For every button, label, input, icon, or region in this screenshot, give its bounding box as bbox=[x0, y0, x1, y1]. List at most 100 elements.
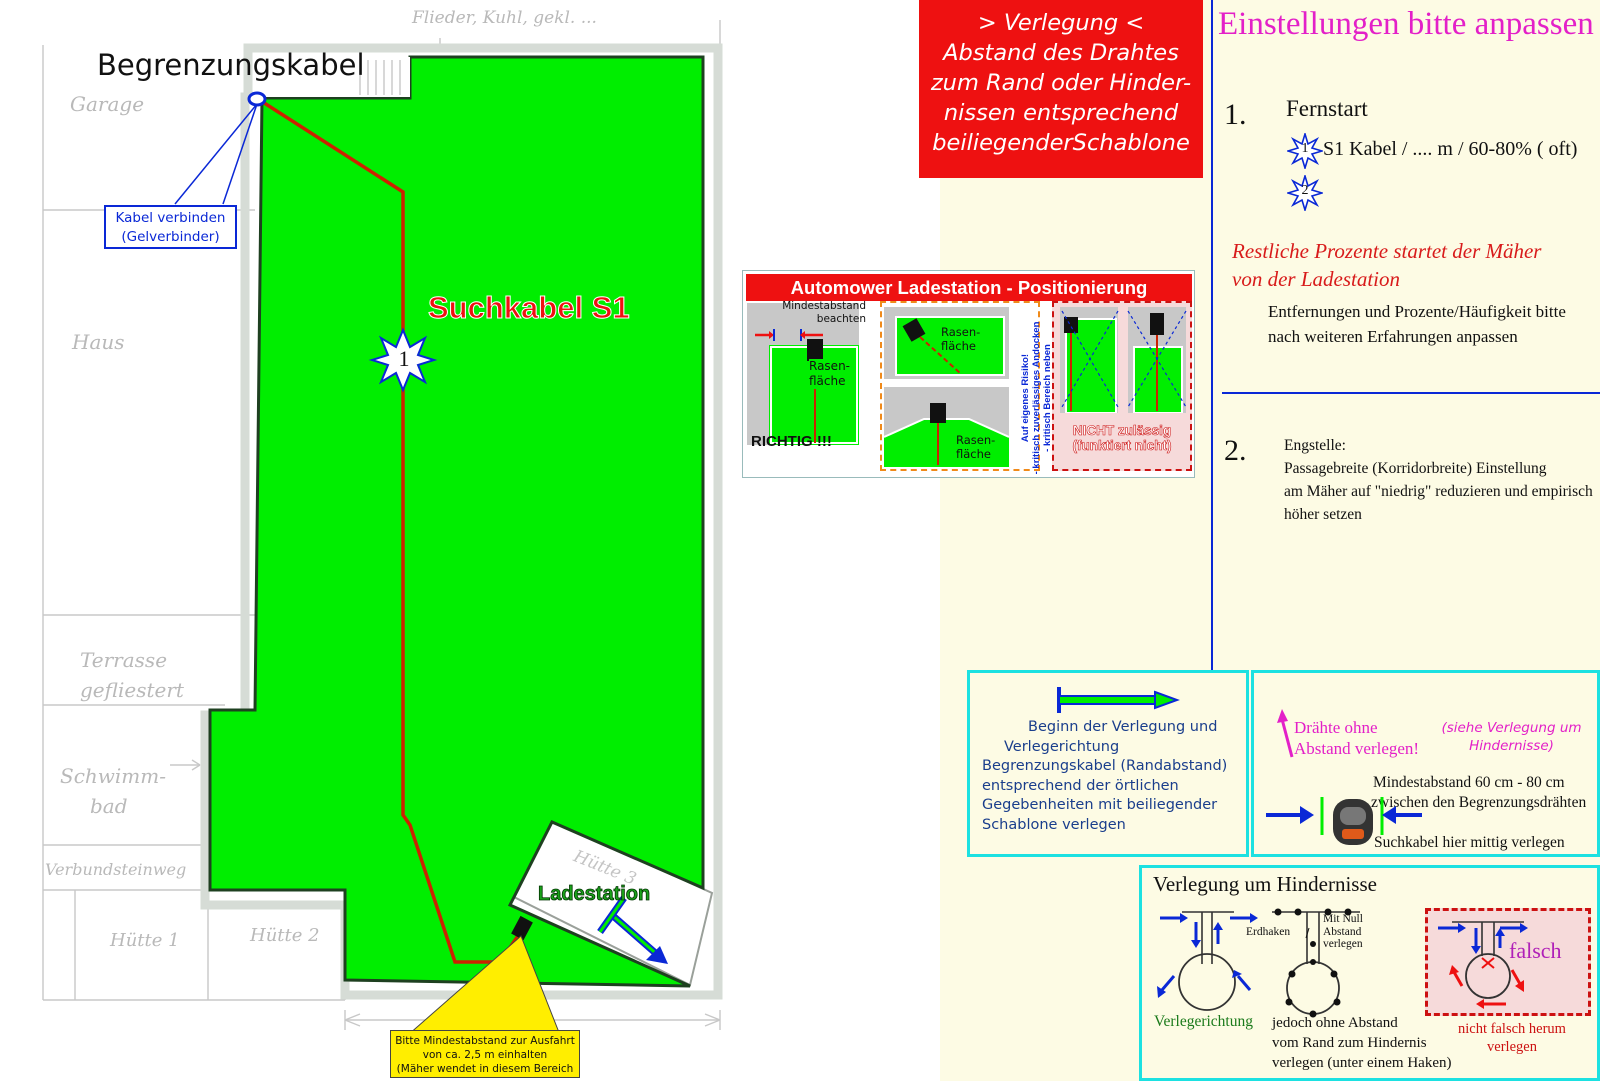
adjust-note-line-2: nach weiteren Erfahrungen anpassen bbox=[1268, 327, 1518, 346]
rasen-line-1: Rasen- bbox=[941, 325, 981, 339]
kabel-verbinden-line-1: Kabel verbinden bbox=[115, 210, 226, 226]
house-wall-outline bbox=[200, 43, 723, 1000]
ladestation-label: Ladestation bbox=[538, 883, 651, 906]
nicht-zulaessig-line-2: (funktiert nicht) bbox=[1072, 438, 1172, 454]
mower-between-wires-icon bbox=[1266, 797, 1422, 845]
nicht-zulaessig-line-1: NICHT zulässig bbox=[1072, 423, 1172, 439]
star-marker-1-small bbox=[1287, 133, 1323, 169]
rasen-label-risky-top: Rasen- fläche bbox=[941, 325, 981, 353]
suchkabel-label: Suchkabel S1 bbox=[428, 290, 631, 326]
engstelle-line-1: Engstelle: bbox=[1284, 437, 1346, 454]
rasen-line-2: fläche bbox=[956, 447, 991, 461]
mindestabstand-note-line-2: zwischen den Begrenzungsdrähten bbox=[1371, 794, 1587, 811]
siehe-line-2: Hindernisse) bbox=[1469, 738, 1554, 754]
label-garage: Garage bbox=[70, 92, 145, 116]
jedoch-line-3: verlegen (unter einem Haken) bbox=[1272, 1055, 1452, 1071]
mit-null-label: Mit Null Abstand verlegen bbox=[1323, 913, 1363, 951]
garage-strip bbox=[262, 57, 410, 97]
adjust-note-line-1: Entfernungen und Prozente/Häufigkeit bit… bbox=[1268, 302, 1566, 321]
garage-hatch bbox=[359, 60, 401, 95]
nicht-falsch-line-1: nicht falsch herum bbox=[1458, 1021, 1566, 1037]
verlegung-banner: > Verlegung < Abstand des Drahtes zum Ra… bbox=[919, 0, 1203, 178]
label-verbundsteinweg: Verbundsteinweg bbox=[45, 860, 187, 879]
label-bad: bad bbox=[90, 794, 128, 818]
obstacle-wrong-box bbox=[1425, 908, 1591, 1016]
nicht-zulaessig-label: NICHT zulässig (funktiert nicht) bbox=[1054, 423, 1190, 454]
legend-begin-line-6: Schablone verlegen bbox=[982, 816, 1126, 833]
star-marker-1 bbox=[368, 327, 438, 393]
legend-begin-text: Beginn der Verlegung und Verlegerichtung… bbox=[982, 718, 1247, 835]
draehte-line-1: Drähte ohne bbox=[1294, 718, 1378, 737]
banner-line-3: zum Rand oder Hinder- bbox=[930, 70, 1192, 96]
jedoch-note: jedoch ohne Abstand vom Rand zum Hindern… bbox=[1272, 1013, 1452, 1073]
direction-arrow bbox=[597, 895, 668, 964]
rasen-line-1: Rasen- bbox=[956, 433, 996, 447]
legend-begin-line-2: Verlegerichtung bbox=[1004, 738, 1120, 755]
obstacle-correct-drawing bbox=[1157, 911, 1258, 1011]
sketch-lines bbox=[42, 20, 721, 1030]
begrenzungskabel-label: Begrenzungskabel bbox=[97, 48, 365, 82]
yellow-note-line-1: Bitte Mindestabstand zur Ausfahrt bbox=[395, 1035, 575, 1047]
erdhaken-label: Erdhaken bbox=[1246, 926, 1291, 938]
settings-title: Einstellungen bitte anpassen bbox=[1218, 6, 1594, 42]
yellow-note-line-3: (Mäher wendet in diesem Bereich bbox=[396, 1063, 574, 1075]
star-marker-1-digit: 1 bbox=[398, 346, 410, 371]
jedoch-line-2: vom Rand zum Hindernis bbox=[1272, 1035, 1427, 1051]
verlegerichtung-label: Verlegerichtung bbox=[1154, 1013, 1253, 1030]
mindestabstand-line-1: Mindestabstand bbox=[782, 300, 866, 312]
star-marker-1-small-digit: 1 bbox=[1301, 141, 1309, 156]
draehte-line-2: Abstand verlegen! bbox=[1294, 739, 1420, 758]
siehe-line-1: (siehe Verlegung um bbox=[1441, 720, 1582, 736]
rest-percent-line-2: von der Ladestation bbox=[1232, 267, 1400, 291]
legend-begin-line-5: Gegebenheiten mit beiliegender bbox=[982, 797, 1218, 813]
rasen-line-1: Rasen- bbox=[809, 359, 850, 373]
nicht-falsch-note: nicht falsch herum verlegen bbox=[1432, 1020, 1592, 1056]
garden-plan-drawing bbox=[42, 20, 723, 1036]
settings-item-1-label: Fernstart bbox=[1286, 96, 1368, 121]
legend-begin-line-4: entsprechend der örtlichen bbox=[982, 777, 1179, 794]
rest-percent-line-1: Restliche Prozente startet der Mäher bbox=[1232, 239, 1542, 263]
mindestabstand-note-line-1: Mindestabstand 60 cm - 80 cm bbox=[1373, 774, 1565, 791]
kabel-verbinden-line-2: (Gelverbinder) bbox=[121, 229, 220, 245]
legend-wires-box: Drähte ohne Abstand verlegen! (siehe Ver… bbox=[1251, 670, 1600, 857]
mit-null-line-3: verlegen bbox=[1323, 938, 1363, 950]
falsch-label: falsch bbox=[1509, 938, 1562, 963]
label-schwimm: Schwimm- bbox=[60, 764, 166, 788]
charge-panel-title: Automower Ladestation - Positionierung bbox=[746, 274, 1192, 301]
star-marker-2-small-digit: 2 bbox=[1301, 183, 1309, 198]
mindestabstand-label: Mindestabstand beachten bbox=[761, 300, 866, 326]
label-huette-2: Hütte 2 bbox=[250, 925, 320, 946]
legend-begin-line-3: Begrenzungskabel (Randabstand) bbox=[982, 758, 1228, 774]
risky-positions-box bbox=[880, 301, 1040, 471]
obstacles-title: Verlegung um Hindernisse bbox=[1153, 872, 1377, 896]
charging-station-icon bbox=[511, 915, 533, 941]
label-gefliest: gefliestert bbox=[80, 678, 184, 702]
legend-begin-box: Beginn der Verlegung und Verlegerichtung… bbox=[967, 670, 1249, 857]
star-marker-2-small bbox=[1287, 175, 1323, 211]
jedoch-line-1: jedoch ohne Abstand bbox=[1272, 1015, 1398, 1031]
callout-line bbox=[222, 103, 258, 205]
yellow-note: Bitte Mindestabstand zur Ausfahrt von ca… bbox=[390, 1030, 580, 1078]
obstacle-hooks-drawing bbox=[1272, 908, 1360, 1018]
banner-line-1: > Verlegung < bbox=[977, 10, 1145, 36]
s1-kabel-setting: S1 Kabel / .... m / 60-80% ( oft) bbox=[1323, 138, 1578, 160]
rasen-label-risky-bottom: Rasen- fläche bbox=[956, 433, 996, 461]
mindestabstand-note: Mindestabstand 60 cm - 80 cm zwischen de… bbox=[1371, 773, 1587, 813]
risk-note: Auf eigenes Risiko! - kritisch zuverläss… bbox=[1020, 318, 1064, 478]
richtig-label: RICHTIG !!! bbox=[751, 433, 832, 450]
engstelle-line-3: am Mäher auf "niedrig" reduzieren und em… bbox=[1284, 483, 1593, 500]
adjust-note: Entfernungen und Prozente/Häufigkeit bit… bbox=[1268, 299, 1566, 349]
lawn-area bbox=[208, 55, 705, 988]
legend-begin-line-1: Beginn der Verlegung und bbox=[1028, 719, 1218, 735]
settings-divider-horizontal bbox=[1222, 392, 1600, 394]
rasen-line-2: fläche bbox=[941, 339, 976, 353]
begin-arrow-icon bbox=[1057, 687, 1180, 713]
label-terrasse: Terrasse bbox=[80, 648, 168, 672]
obstacle-wrong-drawing bbox=[1438, 921, 1528, 1009]
settings-item-1-number: 1. bbox=[1224, 98, 1247, 131]
engstelle-note: Engstelle: Passagebreite (Korridorbreite… bbox=[1284, 434, 1593, 526]
engstelle-line-2: Passagebreite (Korridorbreite) Einstellu… bbox=[1284, 460, 1547, 477]
rasen-label-correct: Rasen- fläche bbox=[809, 359, 850, 389]
top-scribble: Flieder, Kuhl, gekl. ... bbox=[412, 8, 597, 28]
rest-percent-note: Restliche Prozente startet der Mäher von… bbox=[1232, 237, 1541, 293]
